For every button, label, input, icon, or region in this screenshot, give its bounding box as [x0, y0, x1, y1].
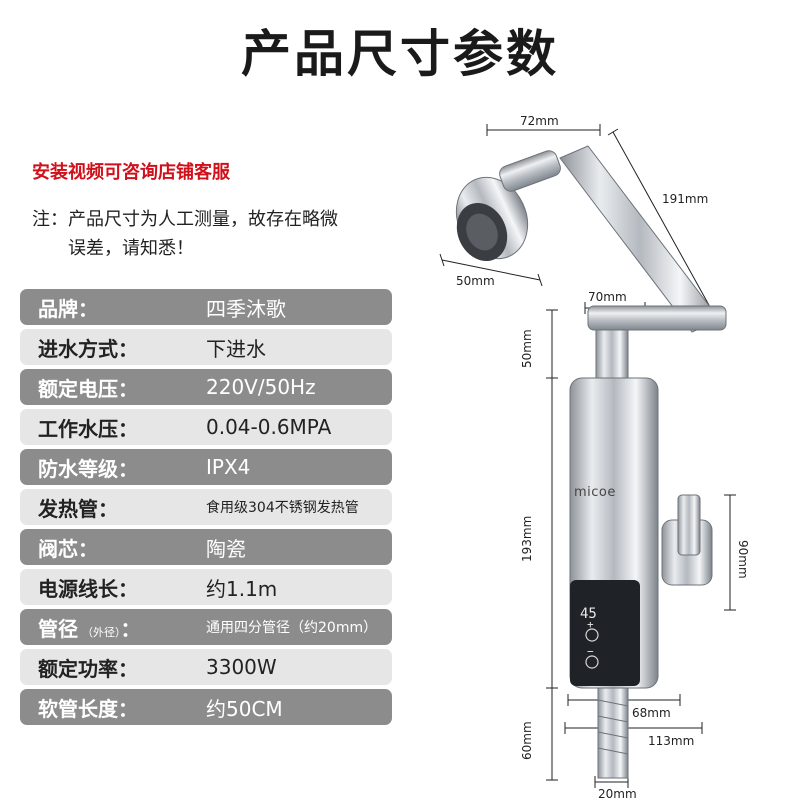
spec-row-waterproof: 防水等级： IPX4	[20, 449, 392, 485]
spec-value: 下进水	[188, 329, 392, 365]
spec-value: 约50CM	[188, 689, 392, 725]
dim-label-113: 113mm	[648, 734, 695, 748]
dim-label-60: 60mm	[520, 721, 534, 760]
spec-label: 软管长度：	[20, 689, 188, 725]
spec-value: 220V/50Hz	[188, 369, 392, 405]
faucet-body	[569, 377, 713, 689]
spec-label: 进水方式：	[20, 329, 188, 365]
product-figure: 72mm 191mm 50mm 70mm 50mm 193mm 90mm 68m…	[430, 110, 800, 801]
dim-label-72: 72mm	[520, 114, 559, 128]
minus-symbol: −	[587, 645, 594, 658]
dim-label-50-vertical: 50mm	[520, 329, 534, 368]
spec-value: 3300W	[188, 649, 392, 685]
spec-row-heating-tube: 发热管： 食用级304不锈钢发热管	[20, 489, 392, 525]
dim-label-70: 70mm	[588, 290, 627, 304]
dim-line-vertical-left	[546, 309, 558, 781]
spec-label: 额定电压：	[20, 369, 188, 405]
spec-value: 通用四分管径（约20mm）	[188, 609, 392, 645]
dim-line-bottom	[564, 694, 703, 788]
spec-value: 陶瓷	[188, 529, 392, 565]
dim-line-90	[724, 494, 736, 611]
spec-row-valve-core: 阀芯： 陶瓷	[20, 529, 392, 565]
dim-label-193: 193mm	[520, 515, 534, 562]
temperature-display: 45	[580, 606, 597, 622]
spec-row-pressure: 工作水压： 0.04-0.6MPA	[20, 409, 392, 445]
page-title: 产品尺寸参数	[241, 25, 559, 83]
measurement-note: 注：产品尺寸为人工测量，故存在略微 误差，请知悉！	[32, 205, 422, 263]
spec-label: 电源线长：	[20, 569, 188, 605]
dim-line-72	[486, 124, 601, 136]
spec-value: 食用级304不锈钢发热管	[188, 489, 392, 525]
spec-value: IPX4	[188, 449, 392, 485]
spec-row-cord-length: 电源线长： 约1.1m	[20, 569, 392, 605]
spec-value: 四季沐歌	[188, 289, 392, 325]
install-video-notice: 安装视频可咨询店铺客服	[32, 162, 230, 183]
spec-label: 额定功率：	[20, 649, 188, 685]
spec-label-sub: （外径）	[82, 625, 121, 639]
spec-value: 0.04-0.6MPA	[188, 409, 392, 445]
faucet-arm	[559, 145, 727, 381]
spec-label: 管径 （外径）：	[20, 609, 188, 645]
showerhead	[455, 150, 561, 262]
spec-label: 防水等级：	[20, 449, 188, 485]
product-brand-mark: micoe	[574, 485, 616, 500]
dim-label-50-showerhead: 50mm	[456, 274, 495, 288]
spec-row-power: 额定功率： 3300W	[20, 649, 392, 685]
spec-label: 工作水压：	[20, 409, 188, 445]
spec-table: 品牌： 四季沐歌 进水方式： 下进水 额定电压： 220V/50Hz 工作水压：…	[20, 285, 392, 729]
note-line-1: 注：产品尺寸为人工测量，故存在略微	[32, 209, 338, 230]
spec-label-tail: ：	[120, 616, 141, 641]
spec-label: 品牌：	[20, 289, 188, 325]
spec-value: 约1.1m	[188, 569, 392, 605]
spec-row-inlet: 进水方式： 下进水	[20, 329, 392, 365]
dim-label-90: 90mm	[736, 540, 750, 579]
spec-row-voltage: 额定电压： 220V/50Hz	[20, 369, 392, 405]
spec-label: 阀芯：	[20, 529, 188, 565]
dim-label-68: 68mm	[632, 706, 671, 720]
spec-label: 发热管：	[20, 489, 188, 525]
dim-label-191: 191mm	[662, 192, 709, 206]
inlet-pipe	[597, 687, 629, 779]
spec-row-brand: 品牌： 四季沐歌	[20, 289, 392, 325]
note-line-2: 误差，请知悉！	[68, 238, 194, 259]
spec-row-hose-length: 软管长度： 约50CM	[20, 689, 392, 725]
plus-symbol: +	[587, 618, 594, 631]
spec-row-pipe-diameter: 管径 （外径）： 通用四分管径（约20mm）	[20, 609, 392, 645]
dim-line-50	[439, 253, 543, 287]
faucet-illustration	[439, 124, 736, 788]
spec-label-main: 管径	[38, 616, 78, 641]
dim-label-20: 20mm	[598, 787, 637, 801]
